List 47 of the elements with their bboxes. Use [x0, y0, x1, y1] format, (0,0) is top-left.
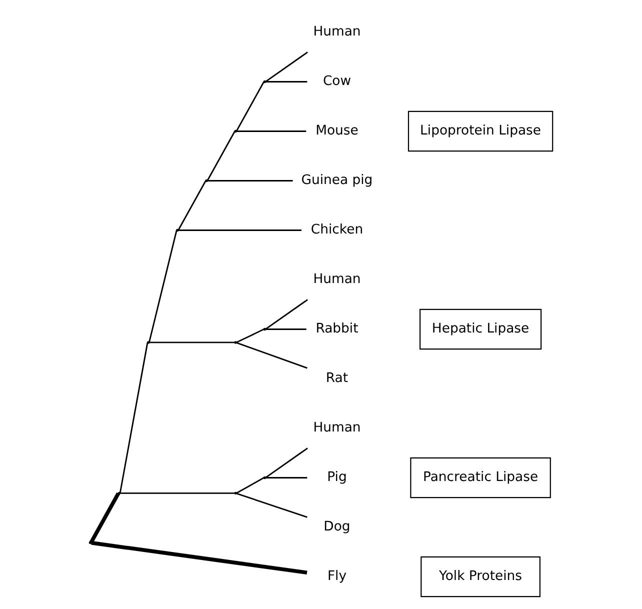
- connector: [236, 130, 306, 132]
- node-text: Chicken: [310, 222, 364, 238]
- node-box: Hepatic Lipase: [420, 308, 542, 350]
- node-text: Pig: [327, 470, 347, 486]
- connector: [236, 342, 308, 369]
- connector: [236, 328, 264, 344]
- node-point: [118, 492, 121, 494]
- connector: [236, 492, 308, 518]
- node-point: [147, 341, 150, 344]
- node-text: Rat: [326, 371, 348, 386]
- connector: [119, 342, 148, 494]
- node-text: Rabbit: [316, 322, 358, 337]
- connector: [266, 328, 306, 330]
- connector: [265, 299, 308, 330]
- node-box: Lipoprotein Lipase: [408, 110, 554, 152]
- node-text: Guinea pig: [301, 173, 373, 188]
- node-point: [205, 179, 208, 182]
- node-point: [88, 541, 92, 544]
- node-point: [263, 328, 266, 331]
- connector: [265, 52, 308, 82]
- connector: [236, 82, 264, 132]
- connector: [266, 477, 308, 478]
- node-text: Cow: [322, 74, 352, 90]
- node-text: Mouse: [316, 124, 358, 139]
- node-text: Human: [313, 24, 361, 40]
- node-point: [234, 341, 237, 344]
- node-point: [263, 80, 266, 84]
- node-text: Dog: [324, 520, 350, 535]
- node-text: Human: [313, 420, 361, 436]
- connector: [91, 540, 308, 575]
- connector: [207, 180, 293, 182]
- connector: [266, 81, 308, 82]
- node-point: [234, 492, 237, 494]
- connector: [120, 492, 234, 494]
- node-point: [234, 130, 237, 133]
- connector: [178, 180, 206, 230]
- node-text: Fly: [327, 569, 347, 584]
- node-point: [176, 228, 179, 232]
- connector: [206, 131, 236, 181]
- node-box: Yolk Proteins: [420, 556, 540, 598]
- node-text: Human: [313, 272, 361, 288]
- connector: [265, 448, 308, 478]
- connector: [149, 342, 235, 344]
- connector: [178, 230, 302, 231]
- node-point: [263, 476, 266, 480]
- node-box: Pancreatic Lipase: [410, 457, 551, 498]
- connector: [236, 477, 264, 494]
